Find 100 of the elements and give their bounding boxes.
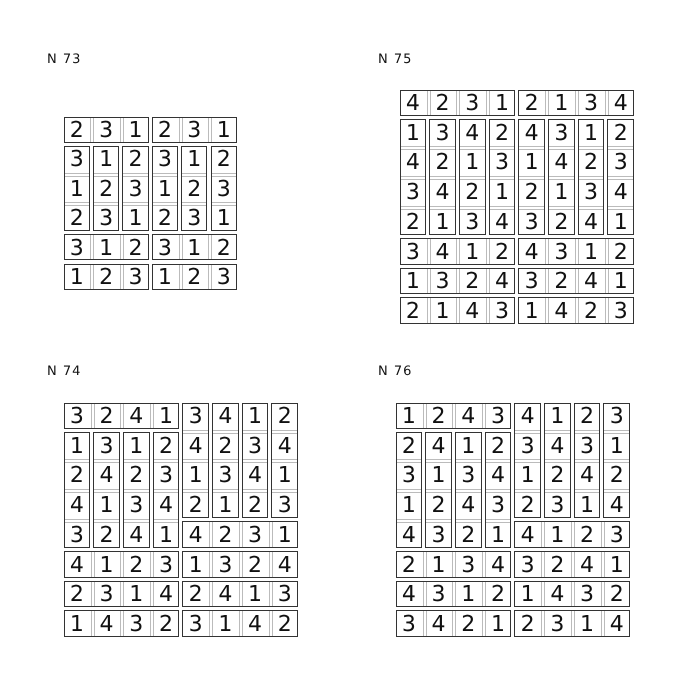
number: 1 <box>68 432 85 461</box>
number: 3 <box>247 432 264 461</box>
number: 4 <box>217 581 234 610</box>
number: 1 <box>68 176 85 204</box>
number: 4 <box>188 522 204 550</box>
number: 4 <box>579 462 596 490</box>
number: 4 <box>608 492 625 520</box>
number: 3 <box>127 264 144 292</box>
number: 2 <box>434 149 451 178</box>
number: 1 <box>490 610 506 639</box>
number: 3 <box>430 581 447 610</box>
number: 1 <box>579 492 596 520</box>
number: 2 <box>158 610 174 639</box>
number: 2 <box>404 208 421 237</box>
number: 1 <box>217 492 234 520</box>
number: 2 <box>524 179 540 208</box>
number: 1 <box>128 581 144 610</box>
number: 4 <box>464 120 480 148</box>
number: 2 <box>217 522 234 550</box>
number: 1 <box>188 552 204 580</box>
number: 2 <box>68 581 85 610</box>
number: 4 <box>68 552 85 580</box>
number: 2 <box>494 120 510 148</box>
number: 1 <box>127 117 144 145</box>
number: 2 <box>583 149 600 178</box>
number: 3 <box>217 552 234 580</box>
number: 2 <box>247 492 264 520</box>
number: 1 <box>583 120 600 148</box>
number: 4 <box>520 522 536 550</box>
number: 3 <box>612 149 629 178</box>
number: 2 <box>464 179 480 208</box>
number: 1 <box>186 234 202 263</box>
number: 3 <box>68 522 85 550</box>
number: 3 <box>276 492 293 520</box>
number: 4 <box>158 492 174 520</box>
number: 3 <box>494 298 510 326</box>
number: 2 <box>404 298 421 326</box>
number: 3 <box>68 403 85 431</box>
number: 4 <box>553 298 570 326</box>
number: 3 <box>524 208 540 237</box>
number: 2 <box>430 403 447 431</box>
number: 2 <box>247 552 264 580</box>
number: 2 <box>186 264 202 292</box>
number: 4 <box>434 238 451 266</box>
puzzle-number: N 73 <box>47 52 82 67</box>
number: 2 <box>494 238 510 266</box>
number: 4 <box>434 179 451 208</box>
number: 2 <box>216 234 232 263</box>
number: 1 <box>98 492 115 520</box>
number: 4 <box>464 298 480 326</box>
number: 1 <box>430 462 447 490</box>
number: 1 <box>434 298 451 326</box>
number: 1 <box>276 522 293 550</box>
number: 3 <box>186 117 202 145</box>
number: 4 <box>68 492 85 520</box>
number: 2 <box>98 264 114 292</box>
number: 3 <box>188 610 204 639</box>
number: 4 <box>128 403 144 431</box>
number: 1 <box>460 581 476 610</box>
number: 4 <box>553 149 570 178</box>
number: 2 <box>158 432 174 461</box>
number: 1 <box>549 403 566 431</box>
number: 2 <box>216 146 232 174</box>
number: 3 <box>156 146 173 174</box>
number: 4 <box>579 552 596 580</box>
number: 4 <box>247 610 264 639</box>
number: 3 <box>404 179 421 208</box>
number: 1 <box>127 205 144 234</box>
number: 3 <box>276 581 293 610</box>
number: 1 <box>608 432 625 461</box>
number: 4 <box>430 432 447 461</box>
number: 2 <box>188 581 204 610</box>
number: 3 <box>98 432 115 461</box>
number: 4 <box>524 238 540 266</box>
number: 4 <box>217 403 234 431</box>
number: 2 <box>98 522 115 550</box>
number: 2 <box>68 205 85 234</box>
number: 1 <box>247 403 264 431</box>
number: 3 <box>524 268 540 296</box>
number: 2 <box>460 610 476 639</box>
number: 1 <box>549 522 566 550</box>
number: 3 <box>217 462 234 490</box>
number: 2 <box>490 581 506 610</box>
number: 3 <box>188 403 204 431</box>
number: 3 <box>156 234 173 263</box>
puzzle-number: N 75 <box>378 52 412 67</box>
number: 4 <box>247 462 264 490</box>
number: 1 <box>216 117 232 145</box>
number: 2 <box>434 90 451 118</box>
number: 3 <box>68 234 85 263</box>
number: 4 <box>612 90 629 118</box>
number: 1 <box>464 238 480 266</box>
number: 1 <box>520 462 536 490</box>
number: 4 <box>276 432 293 461</box>
number: 2 <box>583 298 600 326</box>
number: 2 <box>68 462 85 490</box>
number: 1 <box>524 298 540 326</box>
number: 2 <box>520 492 536 520</box>
number: 3 <box>460 552 476 580</box>
number: 3 <box>490 403 506 431</box>
